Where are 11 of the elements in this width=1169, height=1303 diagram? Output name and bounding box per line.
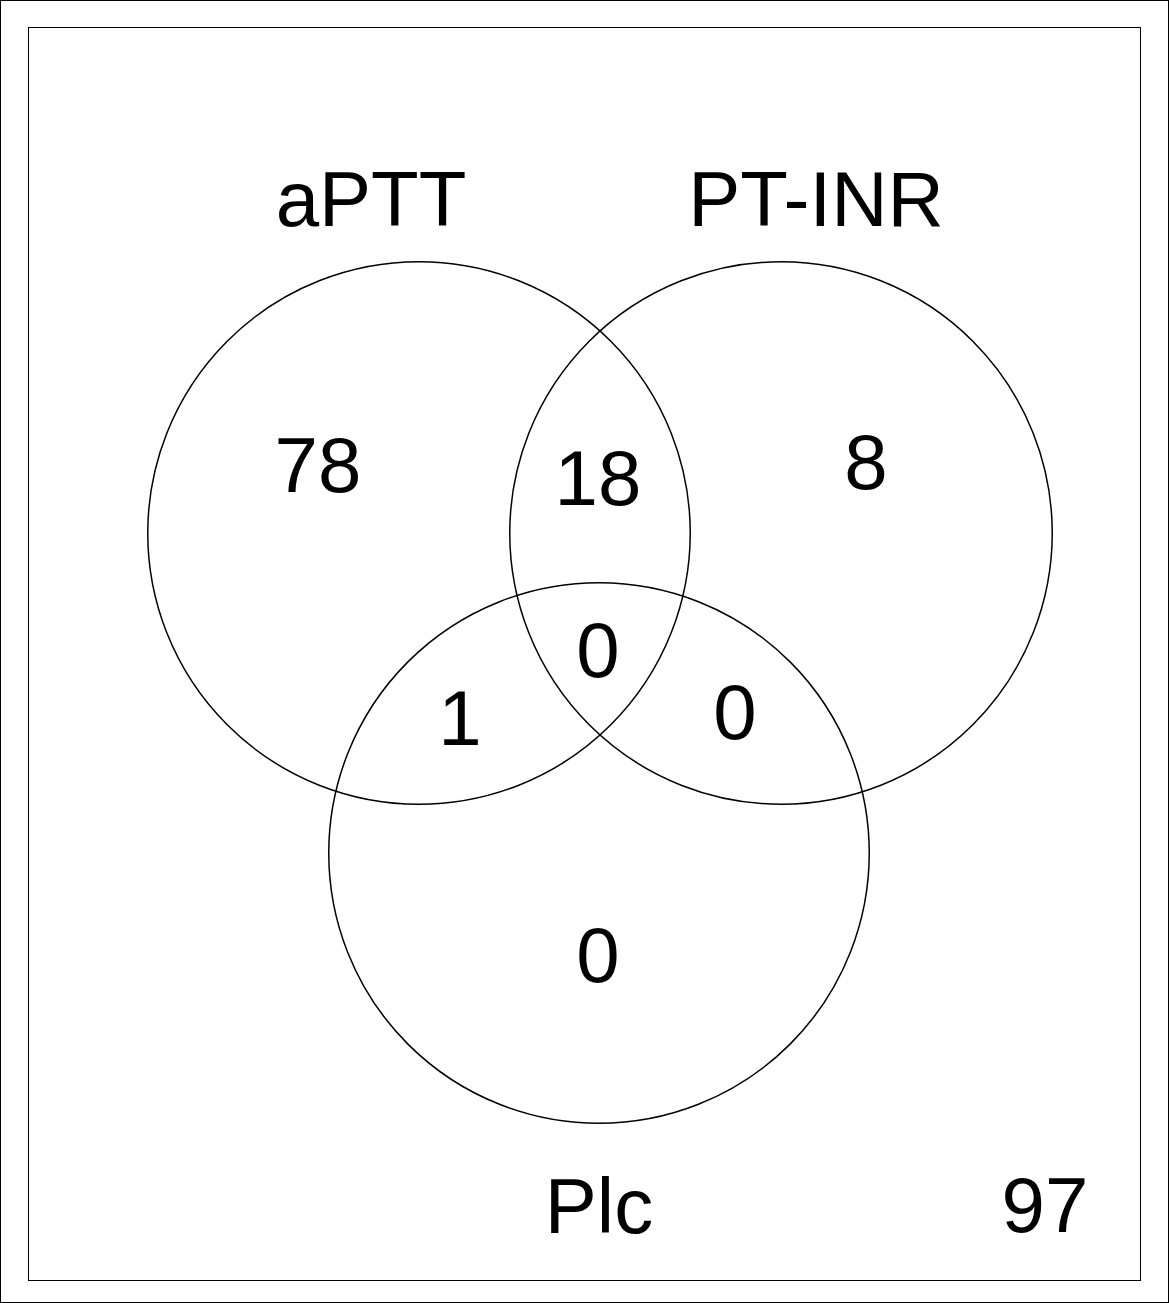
set-label: PT-INR (688, 160, 944, 238)
region-count: 1 (438, 679, 482, 757)
set-label: aPTT (275, 160, 467, 238)
region-count: 18 (554, 439, 642, 517)
region-count: 0 (713, 673, 757, 751)
region-count: 97 (1001, 1166, 1089, 1244)
region-count: 0 (576, 916, 620, 994)
region-count: 8 (844, 423, 888, 501)
region-count: 78 (274, 426, 362, 504)
set-label: Plc (544, 1167, 654, 1245)
region-count: 0 (576, 611, 620, 689)
